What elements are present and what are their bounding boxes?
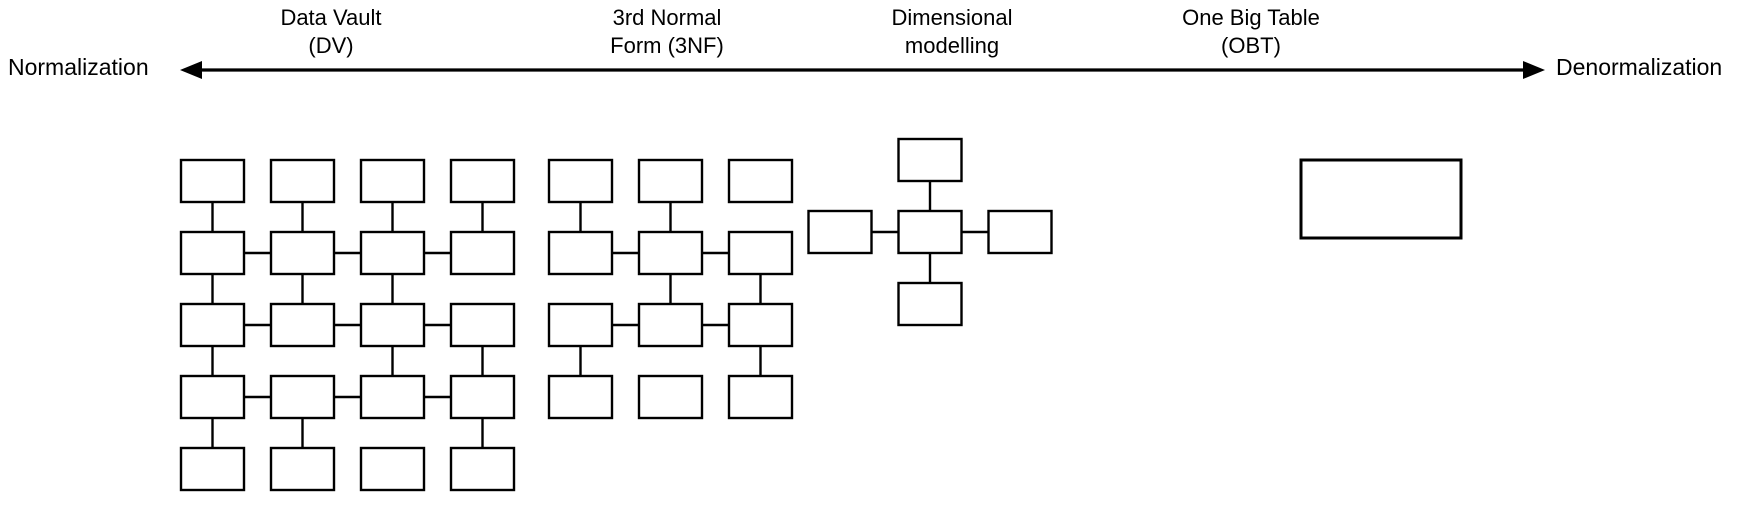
axis-label-normalization: Normalization [8,54,149,80]
node-box [449,158,516,204]
dimension-box-left [807,209,873,255]
axis-label-denormalization: Denormalization [1556,54,1723,80]
column-header-third-normal-form: 3rd Normal Form (3NF) [537,4,797,60]
column-header-third-normal-form-line1: 3rd Normal [612,5,722,30]
node-box [269,230,336,276]
dimension-box-top [897,137,963,183]
node-box [449,374,516,420]
column-header-data-vault: Data Vault (DV) [201,4,461,60]
dimension-box-right [987,209,1053,255]
node-box [359,446,426,492]
node-box [547,158,614,204]
node-box [269,302,336,348]
node-box [359,302,426,348]
node-box [359,158,426,204]
node-box [179,374,246,420]
column-header-one-big-table-line1: One Big Table [1182,5,1320,30]
node-box [637,302,704,348]
node-box [179,446,246,492]
node-box [547,302,614,348]
dimension-box-bottom [897,281,963,327]
node-box [727,374,794,420]
cluster-one-big-table [1299,158,1463,240]
column-header-data-vault-line2: (DV) [308,33,354,58]
node-box [179,230,246,276]
node-box [449,446,516,492]
node-box [727,158,794,204]
column-header-dimensional-modelling-line1: Dimensional [891,5,1013,30]
cluster-dimensional-modelling [807,137,1053,327]
fact-box-center [897,209,963,255]
node-box [637,158,704,204]
node-box [179,158,246,204]
column-header-dimensional-modelling-line2: modelling [904,33,1000,58]
node-box [359,230,426,276]
node-box [547,230,614,276]
node-box [727,230,794,276]
node-box [449,302,516,348]
node-box [269,374,336,420]
node-box [269,446,336,492]
node-box [727,302,794,348]
node-box [179,302,246,348]
node-box [637,374,704,420]
one-big-table-box [1299,158,1463,240]
cluster-data-vault [179,158,516,492]
column-header-third-normal-form-line2: Form (3NF) [610,33,724,58]
node-box [449,230,516,276]
node-box [547,374,614,420]
column-header-one-big-table: One Big Table (OBT) [1121,4,1381,60]
column-header-dimensional-modelling: Dimensional modelling [822,4,1082,60]
cluster-third-normal-form [547,158,794,420]
node-box [359,374,426,420]
node-box [637,230,704,276]
column-header-data-vault-line1: Data Vault [280,5,382,30]
node-box [269,158,336,204]
column-header-one-big-table-line2: (OBT) [1221,33,1281,58]
